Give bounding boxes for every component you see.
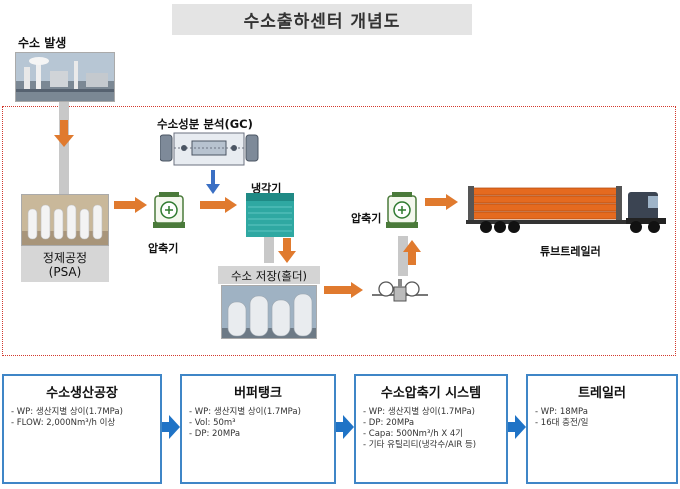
diagram-title: 수소출하센터 개념도 xyxy=(172,4,472,35)
compressor-1-icon xyxy=(153,192,185,228)
box-buffer-tank-item: WP: 생산지별 상이(1.7MPa) xyxy=(189,407,334,418)
purification-label-plate xyxy=(21,246,109,282)
box-production-plant: 수소생산공장 WP: 생산지별 상이(1.7MPa) FLOW: 2,000Nm… xyxy=(2,374,162,484)
box-trailer: 트레일러 WP: 18MPa 16대 충전/일 xyxy=(526,374,678,484)
pipe-source-to-psa xyxy=(59,102,69,194)
big-arrow-1 xyxy=(162,415,180,439)
box-buffer-tank: 버퍼탱크 WP: 생산지별 상이(1.7MPa) Vol: 50m³ DP: 2… xyxy=(180,374,336,484)
box-production-plant-title: 수소생산공장 xyxy=(46,386,118,401)
purification-label: 정제공정 xyxy=(42,251,88,265)
flow-arrow-right-4 xyxy=(425,194,458,210)
cooling-tower-icon xyxy=(246,193,294,237)
box-compressor-system-item: 기타 유틸리티(냉각수/AIR 등) xyxy=(363,440,506,451)
box-trailer-item: 16대 충전/일 xyxy=(535,418,676,429)
pipe-valve-to-compressor xyxy=(398,236,408,276)
flow-arrow-right-2 xyxy=(200,197,237,213)
facility-boundary xyxy=(2,106,676,356)
big-arrow-3 xyxy=(508,415,526,439)
flow-arrow-down-1 xyxy=(54,120,74,147)
box-production-plant-item: FLOW: 2,000Nm³/h 이상 xyxy=(11,418,160,429)
box-production-plant-item: WP: 생산지별 상이(1.7MPa) xyxy=(11,407,160,418)
gc-analyzer-icon xyxy=(160,132,259,166)
box-compressor-system: 수소압축기 시스템 WP: 생산지별 상이(1.7MPa) DP: 20MPa … xyxy=(354,374,508,484)
big-arrow-2 xyxy=(336,415,354,439)
storage-holder-image xyxy=(221,285,317,339)
gc-arrow-down xyxy=(206,170,220,194)
box-compressor-system-item: WP: 생산지별 상이(1.7MPa) xyxy=(363,407,506,418)
box-compressor-system-title: 수소압축기 시스템 xyxy=(380,386,482,401)
box-buffer-tank-item: Vol: 50m³ xyxy=(189,418,334,429)
cooler-label: 냉각기 xyxy=(251,182,282,195)
purification-label-sub: (PSA) xyxy=(48,265,82,279)
storage-label: 수소 저장(홀더) xyxy=(230,269,308,283)
trailer-label: 튜브트레일러 xyxy=(540,245,601,258)
pipe-cooler-to-storage xyxy=(264,237,274,263)
storage-label-plate xyxy=(218,266,320,284)
source-plant-image xyxy=(15,52,115,102)
box-compressor-system-item: DP: 20MPa xyxy=(363,418,506,429)
pressure-regulator-icon xyxy=(372,279,428,302)
box-buffer-tank-item: DP: 20MPa xyxy=(189,429,334,440)
flow-arrow-right-3 xyxy=(324,282,363,298)
compressor-2-icon xyxy=(386,192,418,228)
flow-arrow-down-2 xyxy=(278,238,296,263)
box-buffer-tank-title: 버퍼탱크 xyxy=(234,386,282,401)
purification-psa-image xyxy=(21,194,109,246)
gc-label: 수소성분 분석(GC) xyxy=(157,117,253,131)
compressor-1-label: 압축기 xyxy=(148,242,179,255)
source-label: 수소 발생 xyxy=(18,36,67,50)
compressor-2-label: 압축기 xyxy=(351,212,382,225)
tube-trailer-image xyxy=(466,186,666,233)
flow-arrow-up-1 xyxy=(403,240,421,265)
box-trailer-item: WP: 18MPa xyxy=(535,407,676,418)
flow-arrow-right-1 xyxy=(114,197,147,213)
box-trailer-title: 트레일러 xyxy=(578,386,626,401)
box-compressor-system-item: Capa: 500Nm³/h X 4기 xyxy=(363,429,506,440)
